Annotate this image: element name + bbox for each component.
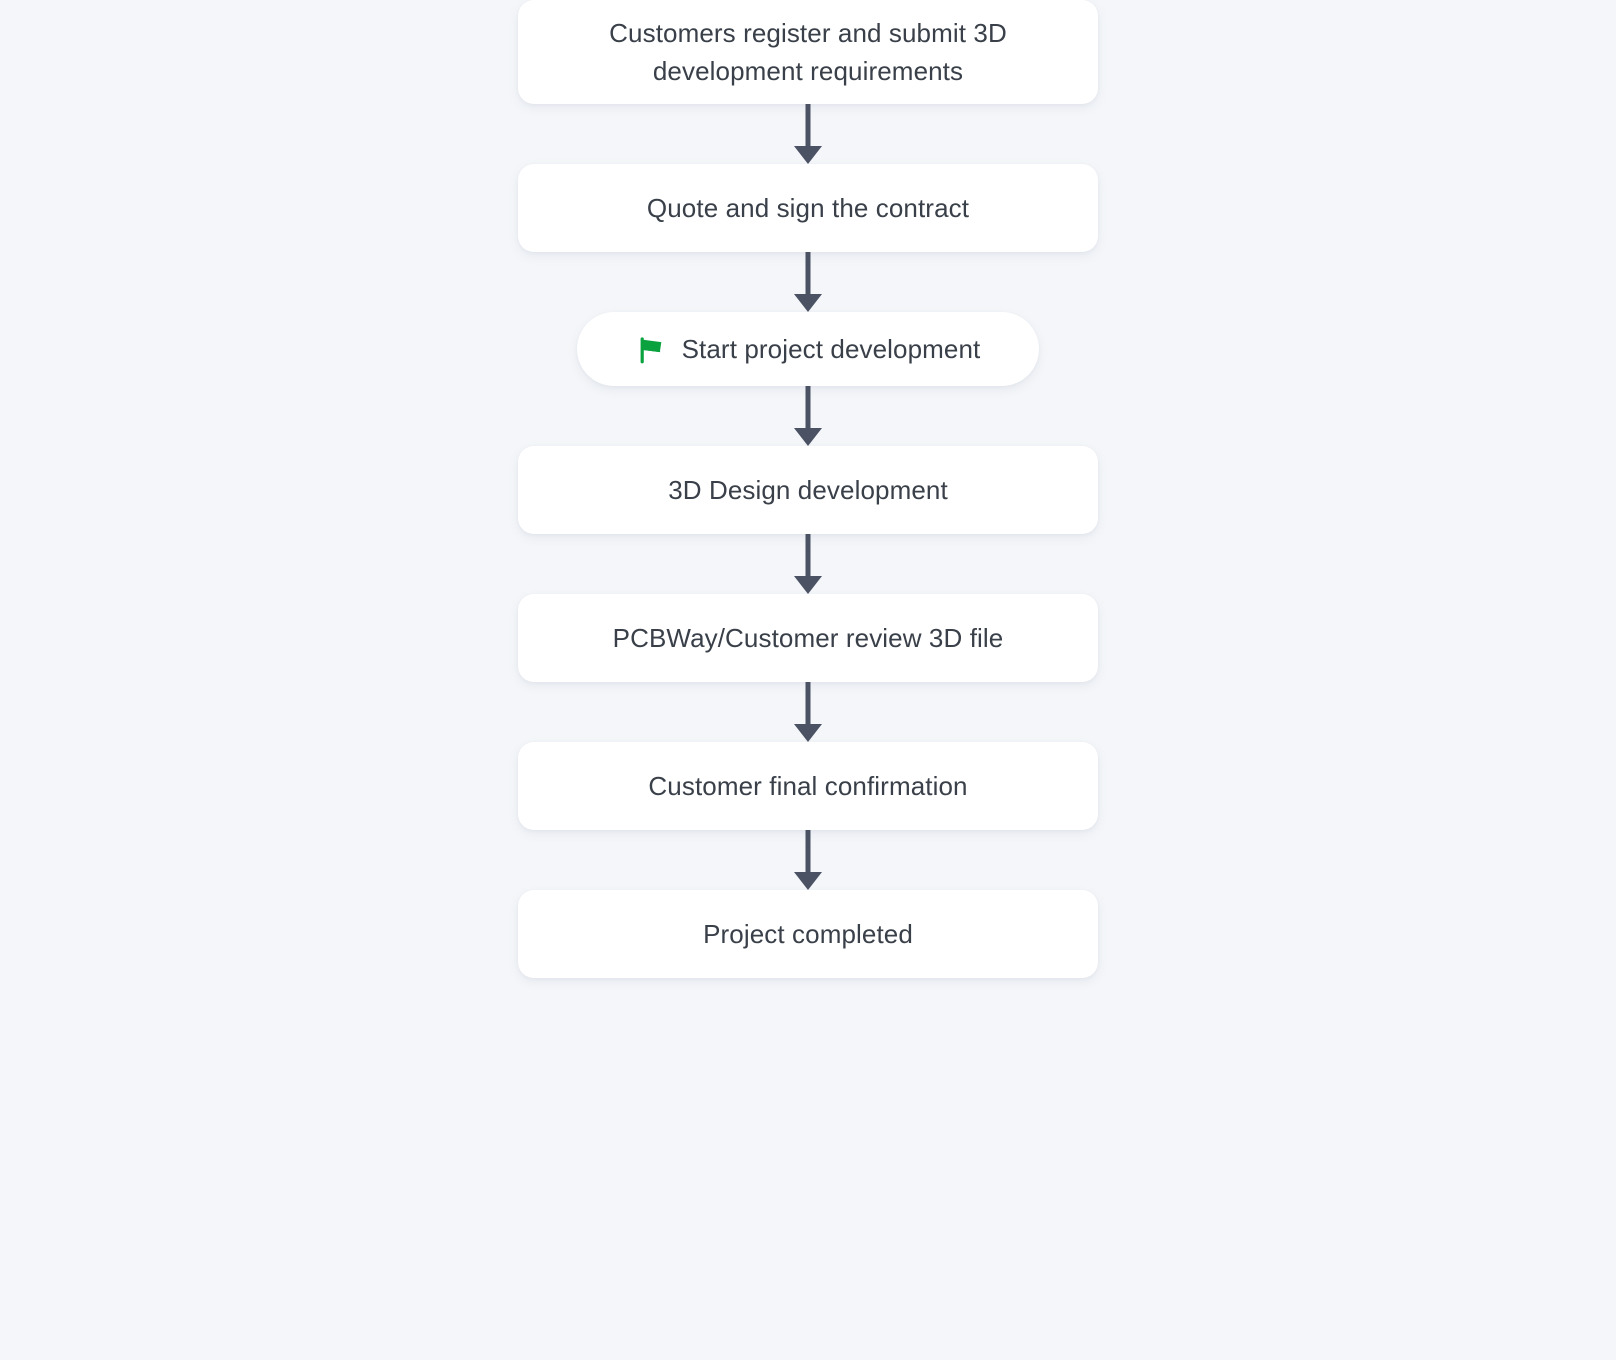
flow-node-label: PCBWay/Customer review 3D file	[612, 622, 1004, 653]
flow-node-3d-design-development[interactable]: 3D Design development	[518, 446, 1098, 534]
arrow-down-icon-5	[794, 682, 822, 742]
flow-node-quote-sign-contract[interactable]: Quote and sign the contract	[518, 164, 1098, 252]
flow-node-label: Customer final confirmation	[648, 770, 968, 801]
arrow-down-icon-6	[794, 830, 822, 890]
flow-node-label: Customers register and submit 3D develop…	[609, 17, 1007, 86]
flow-node-start-project-development[interactable]: Start project development	[577, 312, 1039, 386]
flow-node-project-completed[interactable]: Project completed	[518, 890, 1098, 978]
arrow-down-icon-2	[794, 252, 822, 312]
flow-node-label: Project completed	[703, 918, 913, 949]
flow-node-label: Start project development	[681, 333, 981, 364]
flow-node-customer-final-confirmation[interactable]: Customer final confirmation	[518, 742, 1098, 830]
flow-node-customers-register[interactable]: Customers register and submit 3D develop…	[518, 0, 1098, 104]
flow-node-pcbway-customer-review[interactable]: PCBWay/Customer review 3D file	[518, 594, 1098, 682]
green-flag-icon	[640, 337, 661, 364]
arrow-down-icon-3	[794, 386, 822, 446]
arrow-down-icon-1	[794, 104, 822, 164]
flow-node-label: 3D Design development	[668, 474, 948, 505]
flow-node-label: Quote and sign the contract	[646, 192, 970, 223]
arrow-down-icon-4	[794, 534, 822, 594]
